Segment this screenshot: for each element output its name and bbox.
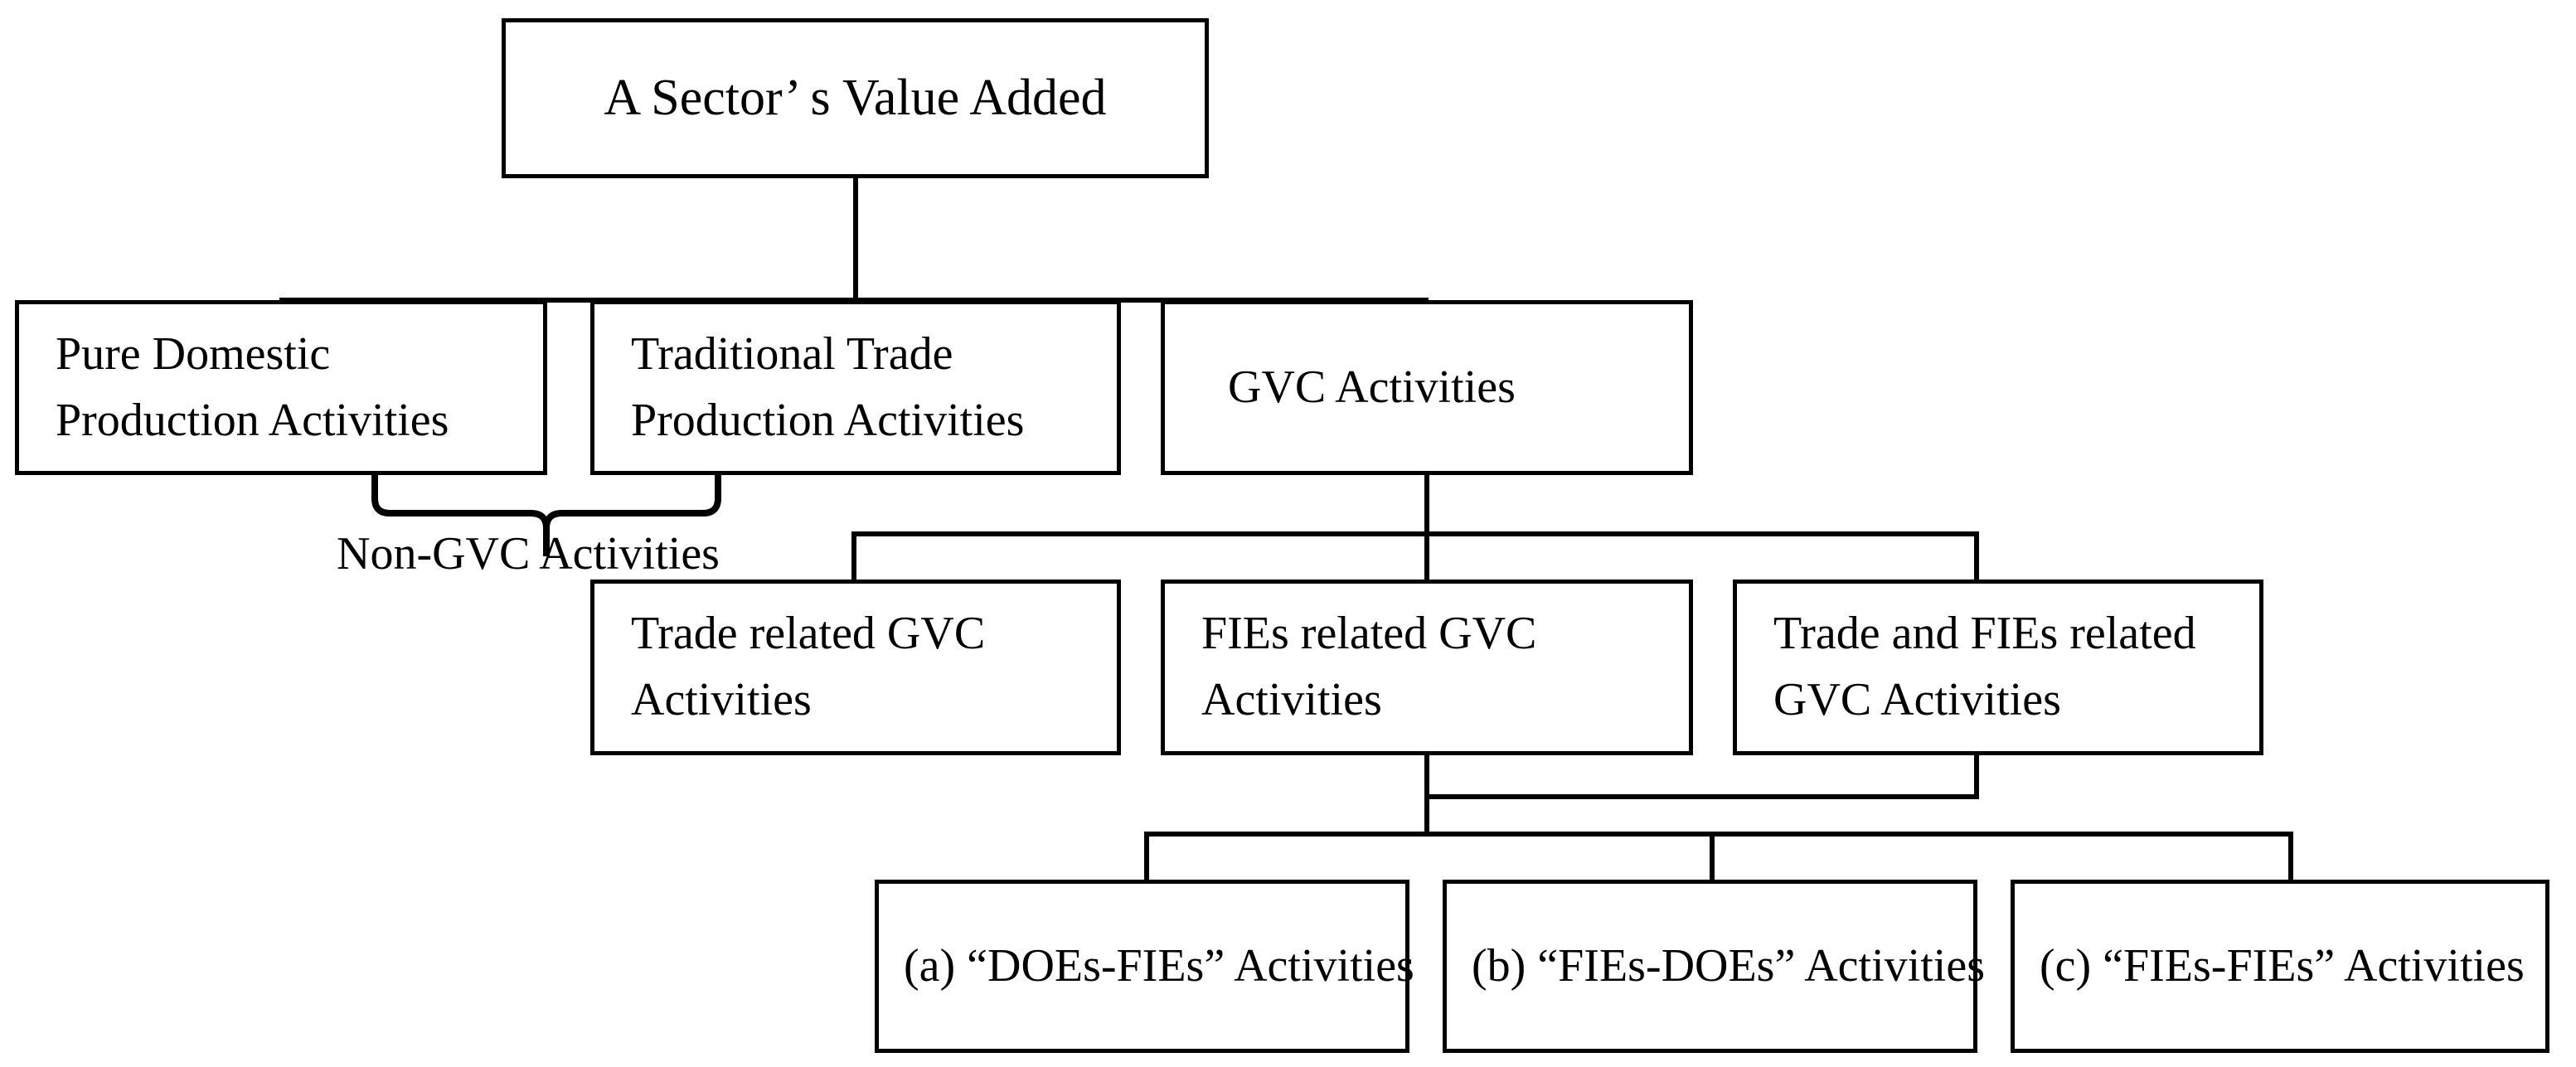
node-gvc-activities[interactable]: GVC Activities bbox=[1161, 300, 1693, 475]
connector-level3-drop-mid bbox=[1424, 531, 1429, 581]
connector-level2-riser-left bbox=[279, 298, 284, 302]
connector-gvc-stem bbox=[1424, 475, 1429, 533]
node-label-pure-domestic-line1: Pure Domestic bbox=[56, 327, 331, 380]
brace-non-gvc bbox=[365, 475, 730, 565]
node-label-trade-related-gvc-line1: Trade related GVC bbox=[631, 608, 986, 660]
connector-level4-drop-right bbox=[2288, 832, 2293, 881]
node-label-fies-related-gvc-line1: FIEs related GVC bbox=[1201, 608, 1537, 660]
node-label-fies-fies: (c) “FIEs-FIEs” Activities bbox=[2040, 939, 2525, 992]
node-label-trade-and-fies-line1: Trade and FIEs related bbox=[1773, 608, 2196, 660]
brace-non-gvc-icon bbox=[371, 475, 721, 556]
connector-level4-drop-mid bbox=[1710, 832, 1715, 881]
connector-level3-drop-right bbox=[1974, 531, 1979, 581]
node-label-does-fies: (a) “DOEs-FIEs” Activities bbox=[904, 939, 1414, 992]
node-trade-related-gvc-activities[interactable]: Trade related GVC Activities bbox=[590, 580, 1121, 755]
connector-level4-bus bbox=[1144, 832, 2292, 837]
node-label-fies-related-gvc-line2: Activities bbox=[1201, 674, 1382, 725]
node-fies-fies-activities[interactable]: (c) “FIEs-FIEs” Activities bbox=[2011, 880, 2549, 1053]
node-fies-related-gvc-activities[interactable]: FIEs related GVC Activities bbox=[1161, 580, 1693, 755]
node-label-trade-related-gvc-line2: Activities bbox=[631, 674, 812, 725]
label-non-gvc-activities: Non-GVC Activities bbox=[337, 528, 720, 580]
node-pure-domestic-production-activities[interactable]: Pure Domestic Production Activities bbox=[15, 300, 547, 475]
node-label-fies-does: (b) “FIEs-DOEs” Activities bbox=[1472, 939, 1985, 992]
node-fies-does-activities[interactable]: (b) “FIEs-DOEs” Activities bbox=[1443, 880, 1985, 1053]
node-a-sectors-value-added[interactable]: A Sector’ s Value Added bbox=[502, 18, 1209, 178]
node-does-fies-activities[interactable]: (a) “DOEs-FIEs” Activities bbox=[875, 880, 1414, 1053]
node-trade-and-fies-related-gvc-activities[interactable]: Trade and FIEs related GVC Activities bbox=[1733, 580, 2263, 755]
node-label-gvc-activities: GVC Activities bbox=[1228, 361, 1516, 413]
connector-level4-drop-left bbox=[1144, 832, 1149, 881]
connector-root-stem bbox=[853, 178, 858, 299]
node-label-traditional-trade-line2: Production Activities bbox=[631, 394, 1025, 446]
connector-level3-bus bbox=[851, 531, 1979, 536]
connector-level3-merge-stem-right bbox=[1974, 755, 1979, 797]
connector-level3-merge-bar bbox=[1424, 794, 1979, 799]
node-label-pure-domestic-line2: Production Activities bbox=[56, 394, 449, 446]
node-label-trade-and-fies-line2: GVC Activities bbox=[1773, 674, 2061, 725]
node-label-root: A Sector’ s Value Added bbox=[604, 69, 1107, 126]
connector-level3-drop-left bbox=[851, 531, 856, 581]
node-traditional-trade-production-activities[interactable]: Traditional Trade Production Activities bbox=[590, 300, 1121, 475]
node-label-traditional-trade-line1: Traditional Trade bbox=[631, 327, 953, 380]
